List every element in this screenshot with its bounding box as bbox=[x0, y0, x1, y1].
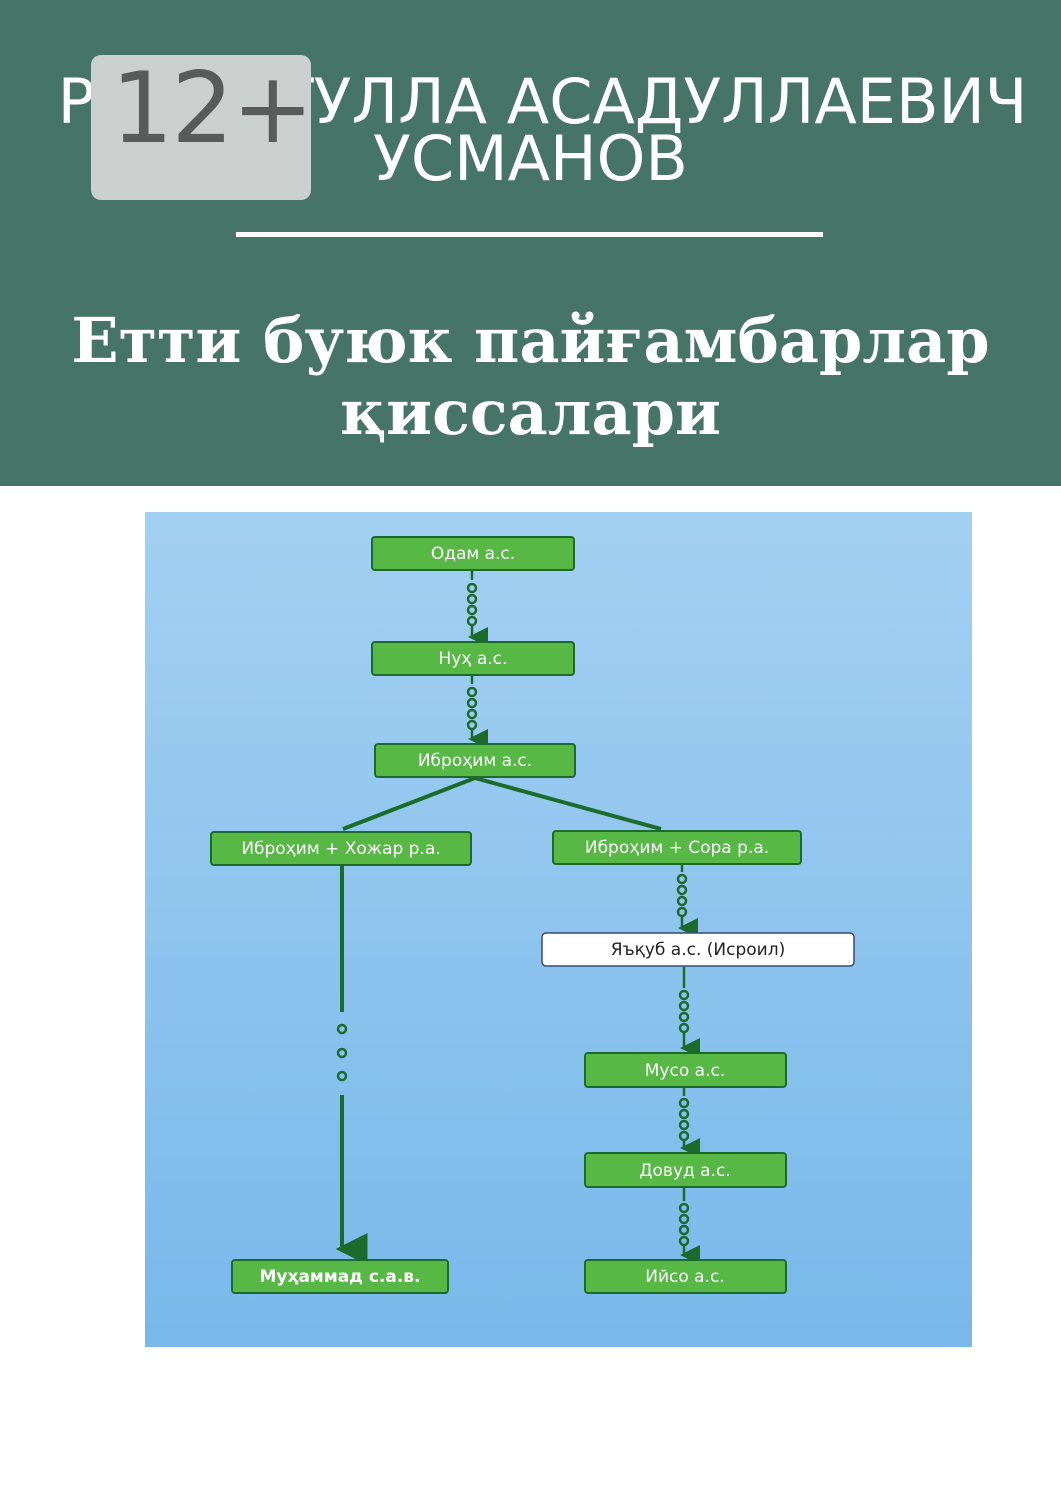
node-ibrohim: Иброҳим а.с. bbox=[374, 743, 576, 778]
node-ibrohim-label: Иброҳим а.с. bbox=[418, 751, 532, 771]
book-title-line1: Етти буюк пайғамбарлар bbox=[71, 304, 990, 377]
node-nuh-label: Нуҳ а.с. bbox=[439, 649, 508, 669]
title-divider bbox=[236, 232, 823, 237]
prophets-lineage-diagram: Одам а.с. Нуҳ а.с. Иброҳим а.с. Иброҳим … bbox=[145, 512, 972, 1347]
node-muso-label: Мусо а.с. bbox=[645, 1061, 725, 1081]
node-iyso-label: Ийсо а.с. bbox=[645, 1267, 725, 1287]
node-dovud-label: Довуд а.с. bbox=[639, 1161, 731, 1181]
age-rating-badge bbox=[91, 55, 311, 200]
connector-muso-dovud bbox=[678, 1087, 700, 1158]
connector-yaqub-muso bbox=[678, 967, 700, 1058]
node-sora: Иброҳим + Сора р.а. bbox=[552, 830, 802, 865]
cover-header: 12+ РАҲМАТУЛЛА АСАДУЛЛАЕВИЧ УСМАНОВ Етти… bbox=[0, 0, 1061, 486]
node-nuh: Нуҳ а.с. bbox=[371, 641, 575, 676]
connector-odam-nuh bbox=[466, 570, 488, 647]
node-sora-label: Иброҳим + Сора р.а. bbox=[585, 838, 769, 858]
node-hojar: Иброҳим + Хожар р.а. bbox=[210, 831, 472, 866]
diagram-background bbox=[145, 512, 972, 1347]
node-muhammad: Муҳаммад с.а.в. bbox=[231, 1259, 449, 1294]
connector-nuh-ibrohim bbox=[466, 675, 488, 749]
connector-hojar-muhammad bbox=[335, 865, 368, 1265]
node-muso: Мусо а.с. bbox=[584, 1052, 787, 1088]
node-yaqub: Яъқуб а.с. (Исроил) bbox=[541, 932, 855, 967]
node-dovud: Довуд а.с. bbox=[584, 1152, 787, 1188]
author-name-line2: УСМАНОВ bbox=[373, 122, 688, 195]
node-odam-label: Одам а.с. bbox=[431, 544, 515, 564]
connector-dovud-iyso bbox=[678, 1187, 700, 1265]
node-odam: Одам а.с. bbox=[371, 536, 575, 571]
connector-ibrohim-branches bbox=[342, 776, 662, 831]
node-hojar-label: Иброҳим + Хожар р.а. bbox=[241, 839, 440, 859]
book-title-line2: қиссалари bbox=[339, 376, 722, 449]
age-rating-text: 12+ bbox=[111, 52, 314, 166]
node-muhammad-label: Муҳаммад с.а.в. bbox=[259, 1267, 420, 1287]
connector-sora-yaqub bbox=[676, 864, 698, 938]
node-yaqub-label: Яъқуб а.с. (Исроил) bbox=[611, 940, 785, 960]
node-iyso: Ийсо а.с. bbox=[584, 1259, 787, 1294]
